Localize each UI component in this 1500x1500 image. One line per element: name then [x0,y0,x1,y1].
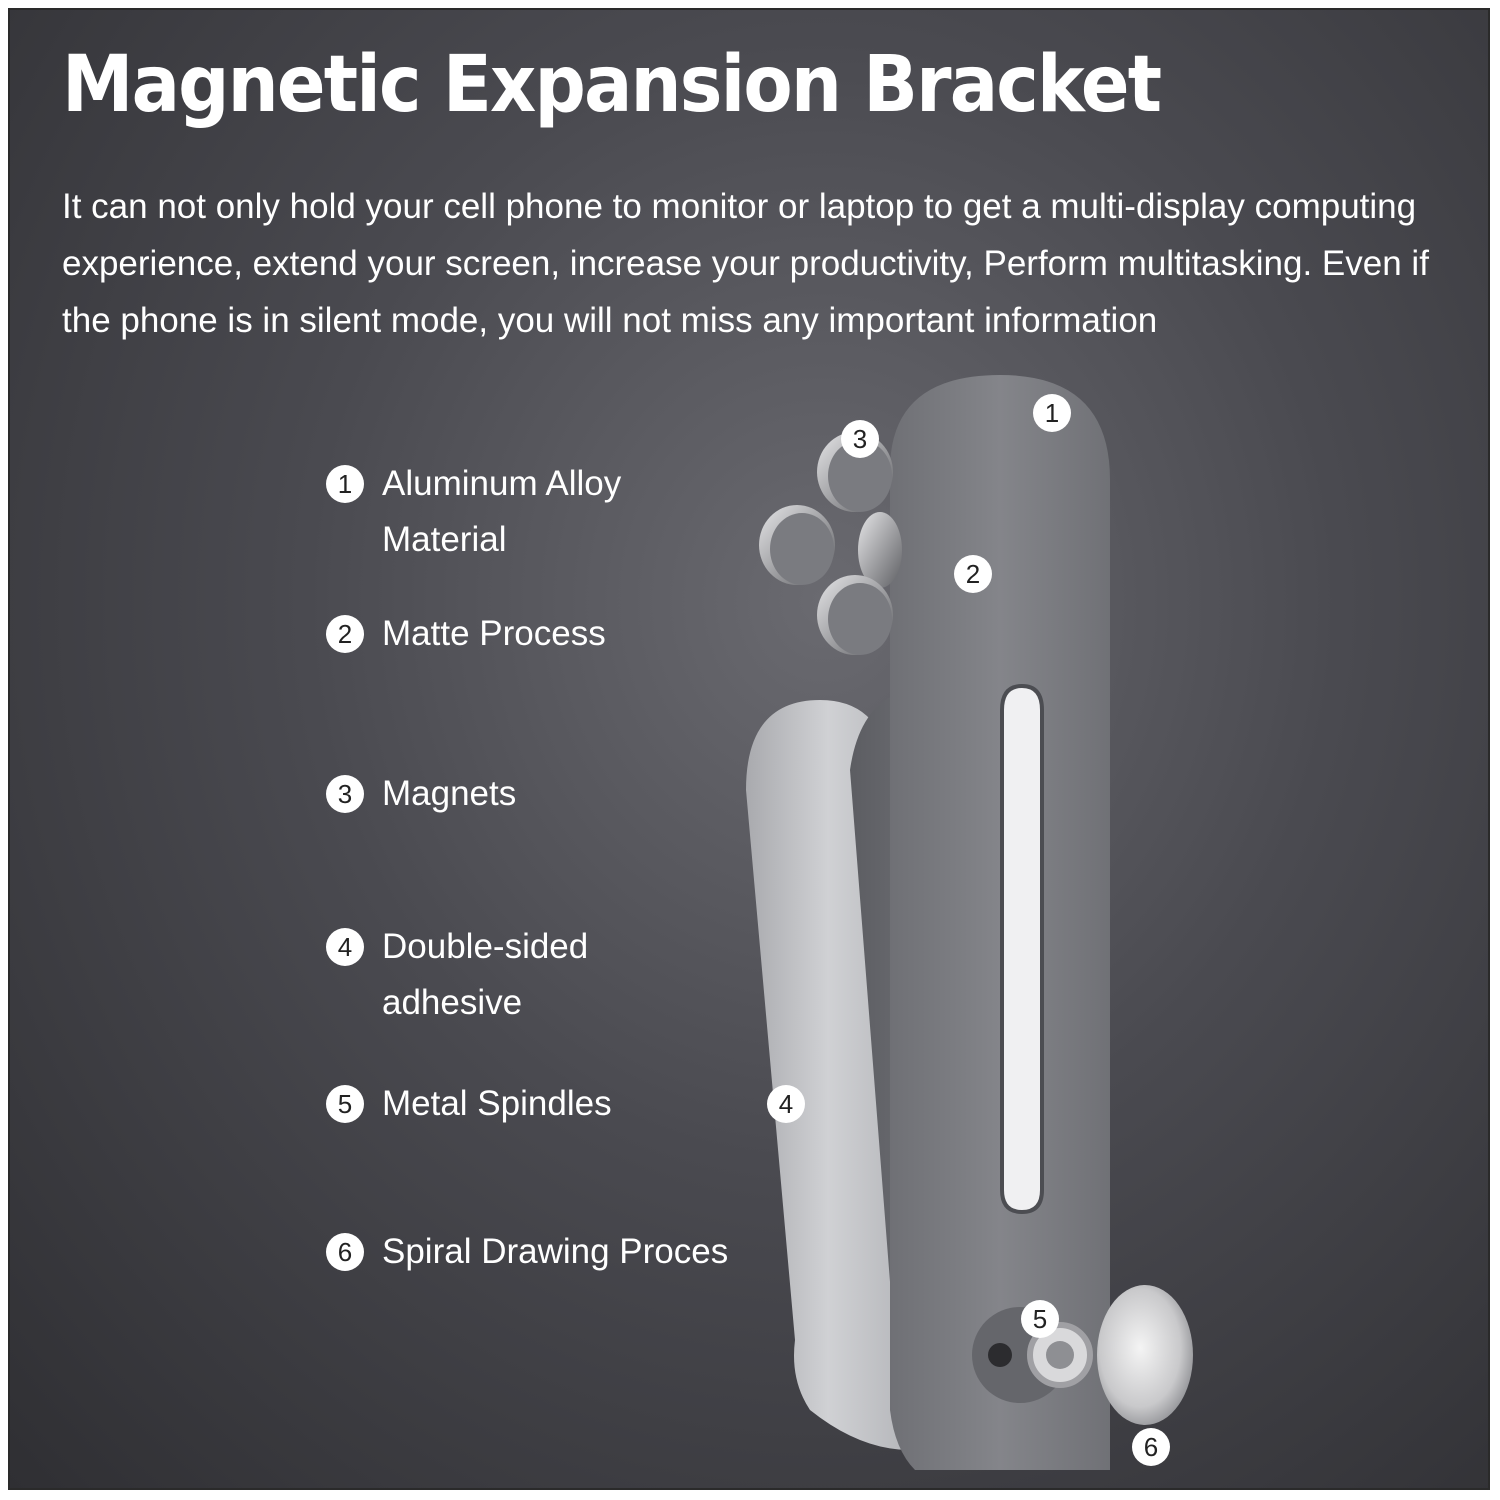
callout-3: 3 [841,420,879,458]
feature-number: 5 [326,1085,364,1123]
feature-label: Double-sided adhesive [382,927,589,1022]
feature-item: 5 Metal Spindles [326,1076,802,1132]
callout-6: 6 [1132,1428,1170,1466]
page-title: Magnetic Expansion Bracket [62,40,1162,130]
callout-2: 2 [954,555,992,593]
feature-number: 1 [326,465,364,503]
plate-slot [1000,683,1044,1215]
product-frame: Magnetic Expansion Bracket It can not on… [8,8,1490,1490]
feature-item: 1 Aluminum Alloy Material [326,456,672,568]
magnets [759,432,902,655]
callout-4: 4 [767,1085,805,1123]
feature-label: Metal Spindles [382,1084,612,1123]
feature-item: 2 Matte Process [326,606,802,662]
bracket-diagram [746,375,1193,1470]
spiral-cap [1097,1285,1193,1425]
feature-number: 6 [326,1233,364,1271]
product-description: It can not only hold your cell phone to … [62,187,1429,340]
feature-item: 6 Spiral Drawing Proces [326,1224,802,1280]
feature-number: 2 [326,615,364,653]
feature-item: 3 Magnets [326,766,802,822]
feature-item: 4 Double-sided adhesive [326,919,632,1031]
callout-1: 1 [1033,394,1071,432]
feature-label: Matte Process [382,614,606,653]
callout-5: 5 [1021,1300,1059,1338]
feature-label: Spiral Drawing Proces [382,1232,729,1271]
feature-number: 4 [326,928,364,966]
feature-label: Magnets [382,774,517,813]
feature-label: Aluminum Alloy Material [382,464,622,559]
feature-number: 3 [326,775,364,813]
